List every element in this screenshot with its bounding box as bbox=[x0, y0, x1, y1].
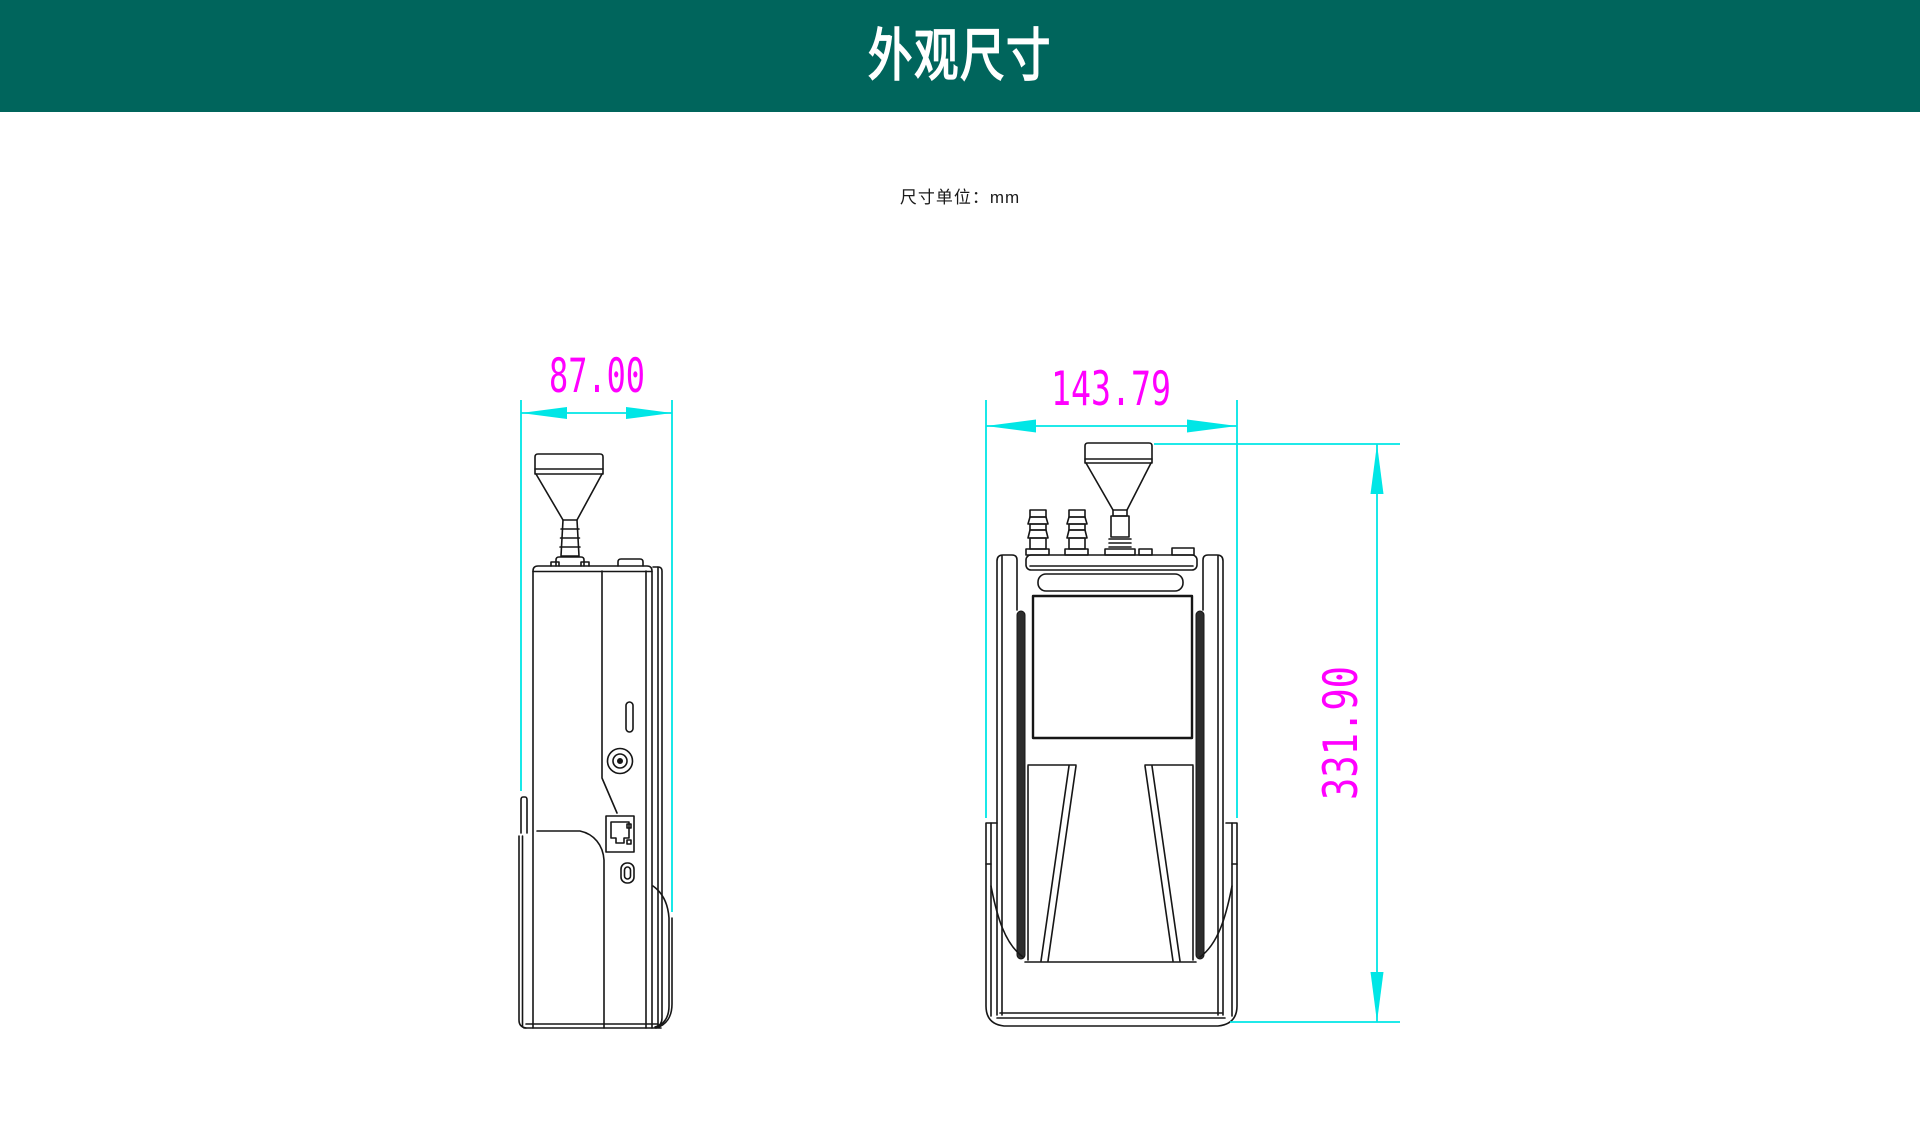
front-body bbox=[996, 547, 1224, 1016]
front-height-label: 331.90 bbox=[1314, 666, 1369, 800]
side-slot bbox=[625, 701, 634, 733]
arrow-left-icon bbox=[986, 419, 1036, 433]
power-jack bbox=[606, 747, 634, 775]
side-dock-cradle bbox=[518, 796, 673, 1029]
arrow-down-icon bbox=[1370, 972, 1384, 1022]
arrow-right-icon bbox=[626, 407, 672, 419]
front-width-label: 143.79 bbox=[1051, 362, 1171, 417]
arrow-up-icon bbox=[1370, 444, 1384, 494]
inlet-funnel-front bbox=[1084, 442, 1153, 556]
side-body bbox=[532, 558, 663, 1029]
usb-c-port bbox=[620, 862, 635, 884]
dim-extension-lines bbox=[1154, 443, 1400, 1023]
arrow-right-icon bbox=[1187, 419, 1237, 433]
inlet-funnel-side bbox=[534, 453, 604, 567]
dim-front-width: 143.79 bbox=[985, 362, 1238, 818]
dim-front-height: 331.90 bbox=[1154, 443, 1400, 1023]
unit-note: 尺寸单位：mm bbox=[899, 188, 1021, 207]
front-groove-right bbox=[1144, 764, 1194, 962]
header-banner: 外观尺寸 bbox=[0, 0, 1920, 112]
arrow-left-icon bbox=[521, 407, 567, 419]
hose-barb-left bbox=[1025, 509, 1050, 556]
dim-extension-lines bbox=[520, 400, 673, 912]
ethernet-port bbox=[605, 815, 635, 853]
display-screen bbox=[1031, 594, 1194, 740]
front-view: 143.79 331.90 bbox=[985, 362, 1400, 1027]
hose-barb-right bbox=[1064, 509, 1089, 556]
side-width-label: 87.00 bbox=[549, 349, 645, 404]
side-view: 87.00 bbox=[518, 349, 673, 1029]
front-top-slot bbox=[1037, 573, 1184, 592]
front-groove-left bbox=[1027, 764, 1077, 962]
page-title: 外观尺寸 bbox=[867, 23, 1053, 88]
dim-extension-lines bbox=[985, 400, 1238, 818]
dim-side-width: 87.00 bbox=[520, 349, 673, 912]
front-dock-cradle bbox=[985, 822, 1238, 1027]
